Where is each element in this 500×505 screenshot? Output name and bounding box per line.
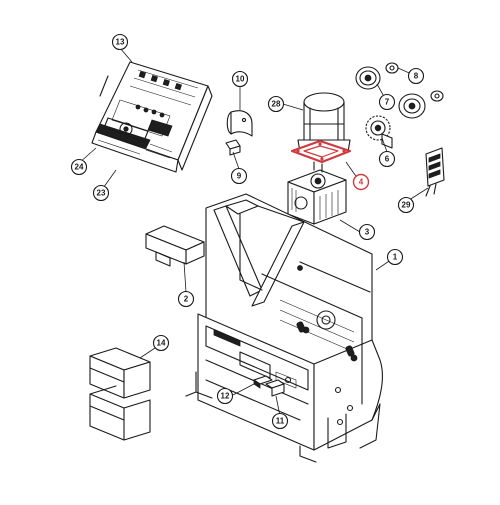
svg-text:9: 9 — [237, 172, 242, 181]
callout-10[interactable]: 10 — [231, 70, 249, 88]
callout-9[interactable]: 9 — [230, 167, 248, 185]
callout-29[interactable]: 29 — [397, 196, 415, 214]
callout-23[interactable]: 23 — [92, 184, 110, 202]
svg-text:24: 24 — [75, 163, 84, 172]
svg-text:12: 12 — [221, 392, 230, 401]
part-6-sprocket[interactable] — [365, 115, 393, 149]
part-9-clip[interactable] — [225, 139, 241, 156]
svg-text:4: 4 — [359, 178, 364, 187]
svg-text:10: 10 — [236, 75, 245, 84]
callout-7[interactable]: 7 — [378, 93, 396, 111]
part-12-connector[interactable] — [253, 375, 273, 389]
callout-2[interactable]: 2 — [177, 290, 195, 308]
callout-13[interactable]: 13 — [111, 33, 129, 51]
svg-text:1: 1 — [393, 253, 398, 262]
svg-text:8: 8 — [414, 72, 419, 81]
callout-28[interactable]: 28 — [267, 95, 285, 113]
callout-11[interactable]: 11 — [271, 412, 289, 430]
callout-14[interactable]: 14 — [152, 334, 170, 352]
callout-12[interactable]: 12 — [216, 387, 234, 405]
part-8-pin-upper[interactable] — [385, 62, 399, 74]
part-7-pulley-lower[interactable] — [398, 93, 426, 119]
part-2-bracket[interactable] — [145, 225, 205, 267]
svg-text:7: 7 — [385, 98, 390, 107]
svg-text:13: 13 — [116, 38, 125, 47]
svg-text:23: 23 — [97, 189, 106, 198]
control-board-enclosure[interactable] — [91, 61, 213, 173]
callout-4-selected[interactable]: 4 — [352, 173, 370, 191]
part-10-bracket[interactable] — [226, 110, 253, 137]
part-8-pin-lower[interactable] — [430, 90, 444, 102]
svg-text:3: 3 — [365, 228, 370, 237]
callout-1[interactable]: 1 — [386, 248, 404, 266]
part-4-gasket-highlighted[interactable] — [290, 139, 352, 164]
svg-text:11: 11 — [276, 417, 285, 426]
svg-text:14: 14 — [157, 339, 166, 348]
part-7-pulley-upper[interactable] — [355, 66, 381, 90]
svg-text:2: 2 — [184, 295, 189, 304]
part-11-connector[interactable] — [265, 379, 285, 397]
svg-text:28: 28 — [272, 100, 281, 109]
part-14-battery-lower[interactable] — [89, 385, 151, 441]
part-3-gearbox[interactable] — [287, 161, 347, 225]
part-29-terminal-block[interactable] — [425, 147, 445, 197]
part-14-battery-upper[interactable] — [89, 347, 151, 399]
callout-3[interactable]: 3 — [358, 223, 376, 241]
svg-text:29: 29 — [402, 201, 411, 210]
svg-text:6: 6 — [385, 155, 390, 164]
callout-6[interactable]: 6 — [378, 150, 396, 168]
callout-24[interactable]: 24 — [70, 158, 88, 176]
callout-8[interactable]: 8 — [407, 67, 425, 85]
